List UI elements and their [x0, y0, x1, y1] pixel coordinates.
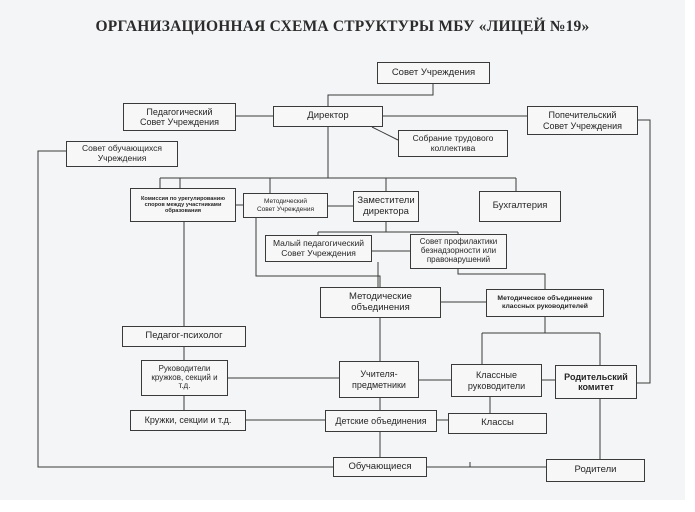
- connector-line: [255, 218, 381, 287]
- node-sobranie: Собрание трудового коллектива: [398, 130, 508, 157]
- node-zamestiteli: Заместители директора: [353, 191, 419, 222]
- node-roditelsky-komitet: Родительский комитет: [555, 365, 637, 399]
- connector-line: [37, 150, 333, 468]
- node-ped-sovet: Педагогический Совет Учреждения: [123, 103, 236, 131]
- connector-line: [371, 126, 399, 141]
- node-roditeli: Родители: [546, 459, 645, 482]
- connector-line: [457, 269, 546, 289]
- connector-line: [327, 84, 434, 107]
- node-popechitelsky: Попечительский Совет Учреждения: [527, 106, 638, 135]
- node-metod-obyedineniya: Методические объединения: [320, 287, 441, 318]
- node-maly-ped-sovet: Малый педагогический Совет Учреждения: [265, 235, 372, 262]
- node-metod-klass-ruk: Методическое объединение классных руково…: [486, 289, 604, 317]
- node-komissiya: Комиссия по урегулированию споров между …: [130, 188, 236, 222]
- node-obuchayushiesya: Обучающиеся: [333, 457, 427, 477]
- node-kruzhki: Кружки, секции и т.д.: [130, 410, 246, 431]
- org-chart-sheet: ОРГАНИЗАЦИОННАЯ СХЕМА СТРУКТУРЫ МБУ «ЛИЦ…: [0, 0, 685, 500]
- node-sovet-profilaktiki: Совет профилактики безнадзорности или пр…: [410, 234, 507, 269]
- node-pedagog-psiholog: Педагог-психолог: [122, 326, 246, 347]
- node-sovet-obuch: Совет обучающихся Учреждения: [66, 141, 178, 167]
- chart-title: ОРГАНИЗАЦИОННАЯ СХЕМА СТРУКТУРЫ МБУ «ЛИЦ…: [95, 18, 590, 35]
- connector-lines: [37, 84, 651, 468]
- connector-line: [637, 119, 651, 384]
- node-sovet-uchrezhdeniya: Совет Учреждения: [377, 62, 490, 84]
- node-klassnye-ruk: Классные руководители: [451, 364, 542, 397]
- node-direktor: Директор: [273, 106, 383, 127]
- node-uchitelya: Учителя- предметники: [339, 361, 419, 398]
- node-ruk-kruzhkov: Руководители кружков, секций и т.д.: [141, 360, 228, 396]
- node-klassy: Классы: [448, 413, 547, 434]
- node-metod-sovet: Методический Совет Учреждения: [243, 193, 328, 218]
- node-detskie-obyed: Детские объединения: [325, 410, 437, 432]
- node-buhgalteriya: Бухгалтерия: [479, 191, 561, 222]
